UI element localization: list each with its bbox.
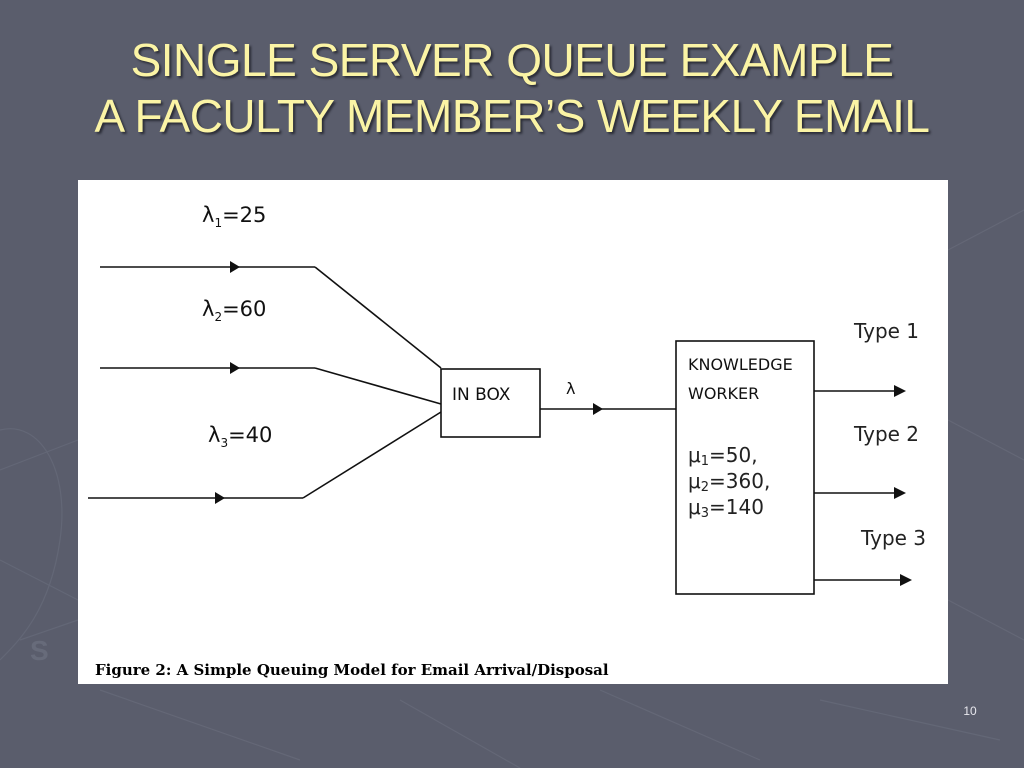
worker-label-line1: KNOWLEDGE (688, 355, 793, 374)
arrowhead-output-3 (900, 574, 912, 586)
slide-title-line2: A FACULTY MEMBER’S WEEKLY EMAIL (94, 90, 930, 142)
service-rate-1: μ1=50, (688, 443, 758, 469)
svg-text:S: S (30, 635, 49, 666)
inbox-box (440, 368, 541, 438)
lambda-label: λ (566, 379, 575, 398)
service-rate-3: μ3=140 (688, 495, 764, 521)
arrowhead-input-2 (230, 362, 240, 374)
queue-diagram-figure: λ1=25 λ2=60 λ3=40 IN BOX λ KNOWLEDGE WOR… (78, 180, 948, 684)
output-label-2: Type 2 (853, 422, 919, 446)
merge-line-2 (314, 367, 442, 405)
slide-number: 10 (963, 704, 977, 718)
output-label-3: Type 3 (860, 526, 926, 550)
arrowhead-input-1 (230, 261, 240, 273)
arrowhead-output-1 (894, 385, 906, 397)
inbox-label: IN BOX (452, 385, 511, 405)
input-rate-2: λ2=60 (202, 297, 266, 324)
input-rate-1: λ1=25 (202, 203, 266, 230)
knowledge-worker-box (675, 340, 815, 595)
worker-label-line2: WORKER (688, 384, 759, 403)
slide-title-line1: SINGLE SERVER QUEUE EXAMPLE (130, 34, 894, 86)
slide-title: SINGLE SERVER QUEUE EXAMPLE A FACULTY ME… (0, 32, 1024, 144)
input-rate-3: λ3=40 (208, 423, 272, 450)
service-rate-2: μ2=360, (688, 469, 770, 495)
figure-caption: Figure 2: A Simple Queuing Model for Ema… (95, 661, 609, 679)
merge-line-3 (302, 411, 442, 499)
arrowhead-output-2 (894, 487, 906, 499)
output-label-1: Type 1 (853, 319, 919, 343)
arrowhead-input-3 (215, 492, 225, 504)
queue-diagram: λ1=25 λ2=60 λ3=40 IN BOX λ KNOWLEDGE WOR… (88, 203, 926, 679)
arrowhead-lambda (593, 403, 603, 415)
merge-line-1 (314, 266, 442, 369)
